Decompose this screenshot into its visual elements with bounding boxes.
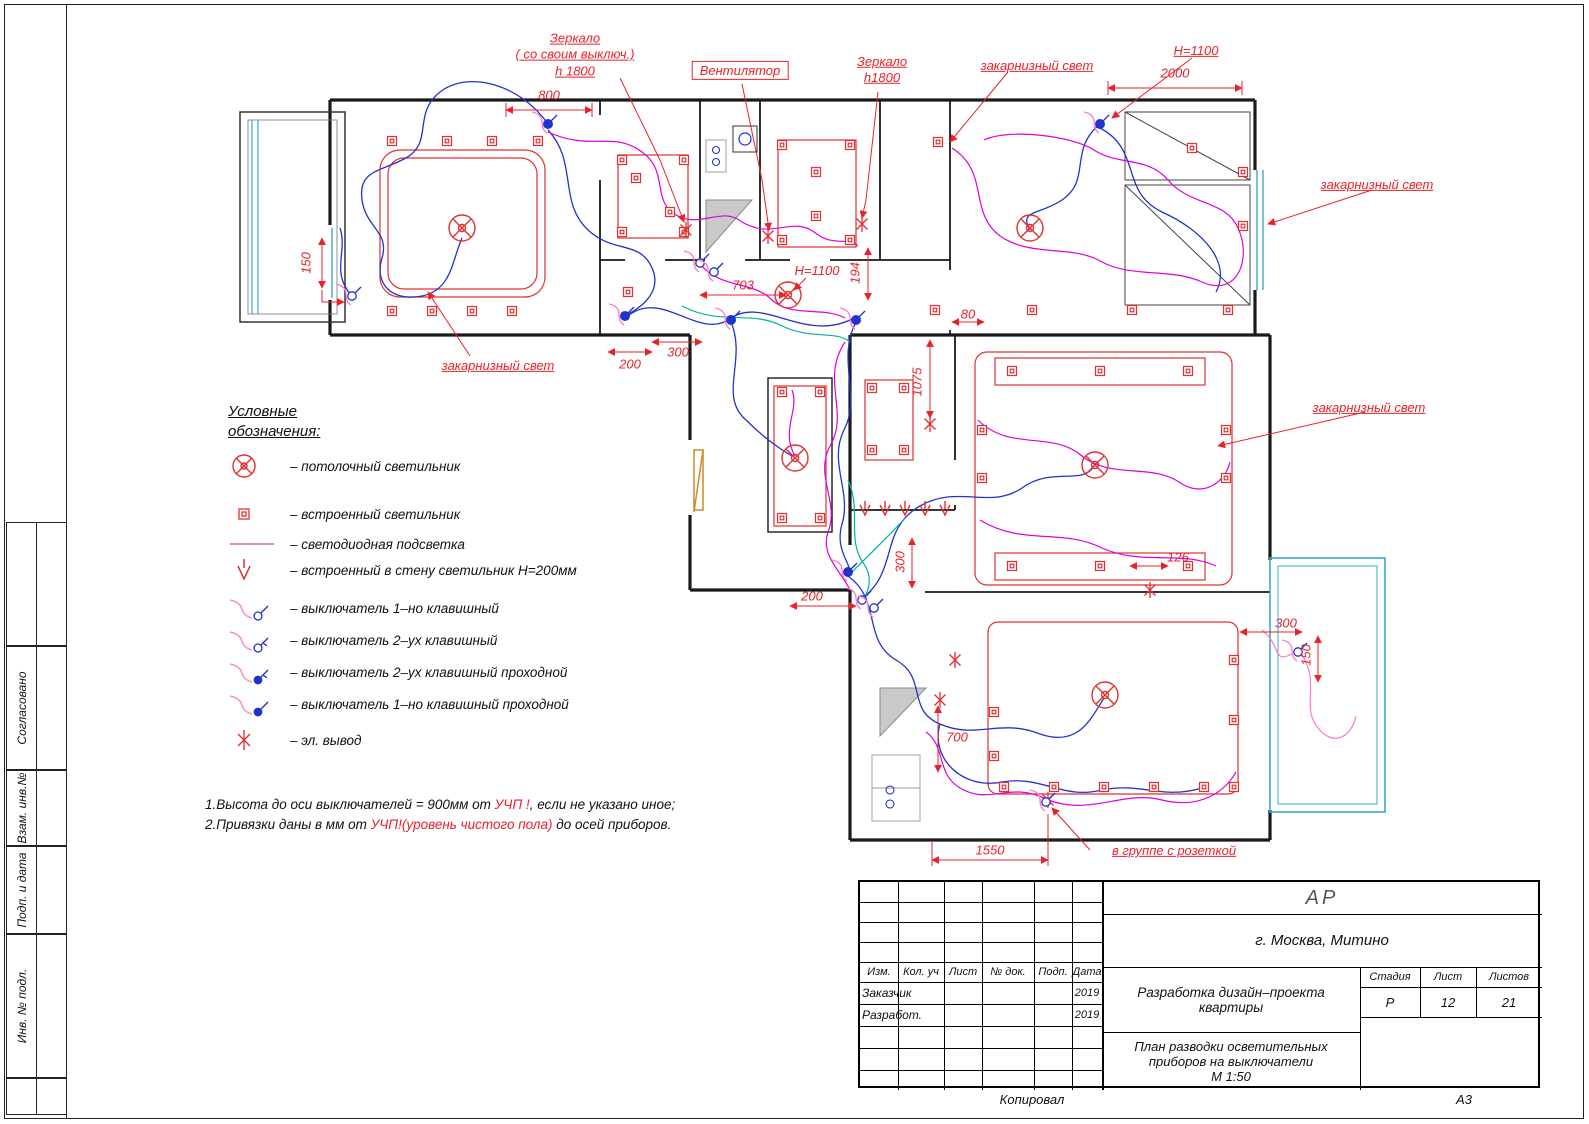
callout-mirror1: Зеркало ( со своим выключ.) h 1800 (515, 30, 635, 79)
dim-1550: 1550 (975, 842, 1005, 858)
window-right-top (331, 170, 1264, 298)
legend-item: – потолочный светильник (228, 452, 460, 480)
dim-150: 150 (298, 252, 314, 274)
tb-col-izm: Изм. (867, 966, 891, 978)
callout-h1100-mid: Н=1100 (794, 262, 840, 278)
ceiling-light-symbol (448, 214, 476, 242)
legend-title: Условные обозначения: (228, 403, 321, 441)
callout-cornice-left: закарнизный свет (441, 357, 555, 373)
tb-row-customer-date: 2019 (1074, 987, 1100, 999)
ceiling-lights-layer (448, 214, 1119, 709)
legend-item: – выключатель 1–но клавишный (228, 594, 499, 622)
callout-mirror2: Зеркало h1800 (856, 53, 908, 85)
dim-194: 194 (847, 262, 863, 284)
tb-col-koluch: Кол. уч (903, 966, 939, 978)
switch-pass-symbol (839, 307, 866, 330)
note-1: 1.Высота до оси выключателей = 900мм от … (205, 797, 676, 812)
dim-800: 800 (538, 87, 560, 103)
copied-label: Копировал (999, 1092, 1065, 1107)
cove-layer (379, 139, 1239, 795)
format-label: А3 (1456, 1092, 1472, 1107)
switch-1key-pass-icon (229, 695, 269, 717)
tb-sheets-label: Листов (1488, 971, 1530, 983)
tb-col-data: Дата (1072, 966, 1102, 978)
electrical-output-icon (237, 730, 251, 750)
fixtures-layer (693, 125, 928, 822)
callout-cornice-right-top: закарнизный свет (1320, 176, 1434, 192)
tb-col-list: Лист (948, 966, 978, 978)
tb-location: г. Москва, Митино (1255, 932, 1389, 949)
dim-80: 80 (960, 306, 976, 322)
dim-150b: 150 (1298, 644, 1314, 666)
callout-cornice-right-mid: закарнизный свет (1312, 399, 1426, 415)
partitions-layer (599, 100, 1270, 593)
closet-layer (1124, 111, 1251, 306)
note-2: 2.Привязки даны в мм от УЧП!(уровень чис… (205, 816, 672, 832)
legend-item: – выключатель 2–ух клавишный (228, 626, 497, 654)
dim-200a: 200 (619, 356, 641, 372)
ceiling-light-icon (232, 454, 256, 478)
leader-lines-layer (427, 57, 1373, 851)
callout-fan: Вентилятор (691, 60, 789, 80)
wall-lights-layer (859, 500, 951, 516)
tb-col-dok: № док. (990, 966, 1026, 978)
fan-unit (732, 125, 758, 153)
tb-code: АР (1305, 886, 1339, 909)
wiring-cyan (681, 305, 906, 603)
dim-300c: 300 (1275, 615, 1297, 631)
callout-group-socket: в группе с розеткой (1111, 842, 1237, 858)
dim-703: 703 (732, 277, 754, 293)
tb-row-customer: Заказчик (862, 986, 912, 1000)
led-strip-icon (230, 543, 274, 545)
ceiling-light-symbol (1091, 681, 1119, 709)
dim-700: 700 (946, 729, 968, 745)
wall-recessed-light-icon (237, 559, 251, 581)
legend-item: – встроенный в стену светильник Н=200мм (228, 556, 577, 584)
tb-row-developer: Разработ. (862, 1008, 922, 1022)
tb-sheets-value: 21 (1501, 994, 1517, 1010)
dim-2000: 2000 (1160, 65, 1190, 81)
switch-pass-symbol (714, 307, 741, 330)
ceiling-light-symbol (1016, 214, 1044, 242)
electrical-outputs-layer (679, 215, 1157, 809)
callout-cornice-top: закарнизный свет (980, 57, 1094, 73)
dim-126: 126 (1167, 549, 1189, 565)
ceiling-light-symbol (1081, 451, 1109, 479)
entry-door (693, 449, 704, 513)
balcony-right (1269, 557, 1386, 813)
dimension-lines-layer (318, 81, 1322, 866)
walls-layer (328, 98, 1272, 842)
dim-300a: 300 (667, 344, 689, 360)
title-block: Изм. Кол. уч Лист № док. Подп. Дата Зака… (858, 880, 1542, 1090)
dim-300b: 300 (892, 551, 908, 573)
tb-col-podp: Подп. (1038, 966, 1068, 978)
tb-stage-label: Стадия (1369, 971, 1411, 983)
tb-sheet-value: 12 (1440, 994, 1456, 1010)
switch-2key-icon (229, 631, 269, 653)
legend-item: – эл. вывод (228, 726, 361, 754)
ceiling-light-symbol (781, 444, 809, 472)
dim-200b: 200 (801, 588, 823, 604)
switch-2key-pass-icon (229, 663, 269, 685)
switch-pass-symbol (531, 111, 558, 134)
switch-pass-symbol (1083, 111, 1110, 134)
dim-1075: 1075 (909, 367, 925, 397)
tb-sheet-label: Лист (1433, 971, 1463, 983)
recessed-light-icon (238, 508, 250, 520)
notes: 1.Высота до оси выключателей = 900мм от … (205, 795, 720, 834)
balcony-left (239, 111, 346, 323)
legend-item: – встроенный светильник (228, 500, 460, 528)
switch-1key-icon (229, 599, 269, 621)
legend-item: – выключатель 2–ух клавишный проходной (228, 658, 567, 686)
tb-stage-value: Р (1385, 994, 1395, 1010)
legend-item: – выключатель 1–но клавишный проходной (228, 690, 569, 718)
legend-item: – светодиодная подсветка (228, 530, 465, 558)
tb-row-developer-date: 2019 (1074, 1009, 1100, 1021)
callout-h1100-top: Н=1100 (1173, 42, 1219, 58)
